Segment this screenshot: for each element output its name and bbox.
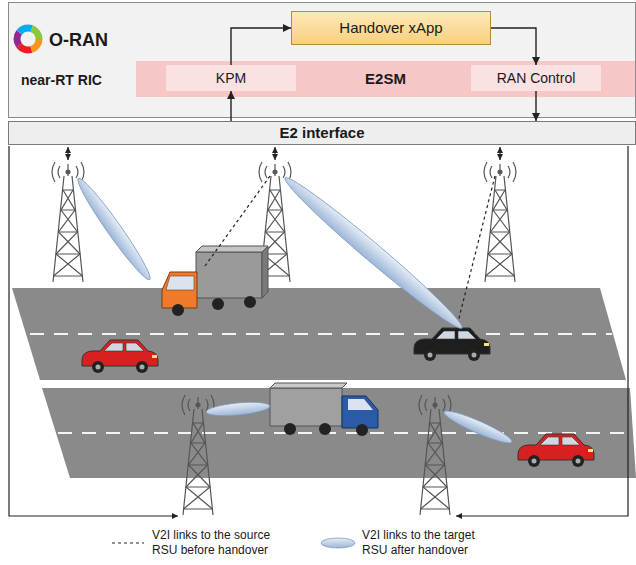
v2i-target-beam	[73, 174, 156, 283]
v2i-source-link	[205, 176, 495, 322]
grey-truck	[270, 388, 342, 426]
text-holder: RAN Control	[497, 69, 576, 87]
e2-rsu-link	[67, 147, 68, 160]
orange-truck	[196, 246, 268, 252]
box-label: Handover xApp	[339, 19, 442, 36]
oran-logo	[17, 28, 39, 50]
orange-truck	[262, 246, 268, 298]
text-holder: KPM	[216, 69, 246, 87]
v2i-target-beam	[442, 407, 515, 448]
red-car	[518, 434, 594, 467]
orange-truck	[212, 298, 224, 310]
legend-swatch	[318, 535, 358, 551]
flow-arrow	[535, 91, 536, 121]
flow-arrow	[231, 28, 291, 65]
flow-arrow	[491, 28, 536, 65]
text-holder: O-RAN	[49, 30, 108, 51]
v2i-target-beam	[206, 400, 271, 418]
grey-truck	[356, 424, 368, 436]
orange-truck	[166, 276, 194, 290]
oran-logo	[17, 28, 39, 50]
orange-truck	[162, 246, 268, 316]
oran-logo	[17, 28, 39, 50]
orange-truck	[196, 252, 262, 298]
orange-truck	[162, 272, 197, 308]
text-holder: Handover xApp	[339, 19, 442, 37]
box-label: RAN Control	[497, 70, 576, 86]
text-holder: near-RT RIC	[21, 71, 102, 89]
orange-truck	[244, 296, 256, 308]
grey-truck	[319, 423, 331, 435]
service-model-box: RAN Control	[471, 65, 601, 91]
grey-truck	[342, 396, 378, 428]
box-label: E2SM	[365, 70, 406, 87]
oran-logo	[17, 28, 39, 50]
e2-rsu-link	[499, 147, 500, 160]
oran-logo	[17, 28, 39, 50]
v2i-source-link	[205, 176, 270, 266]
logo-title: O-RAN	[49, 30, 108, 50]
ric-panel: Handover xAppKPM RAN Control E2SM O-RAN near…	[8, 2, 636, 118]
road	[42, 388, 636, 478]
red-car	[82, 340, 158, 373]
grey-truck	[270, 383, 347, 388]
v2i-target-beam	[73, 171, 515, 447]
legend-swatch	[112, 542, 144, 543]
e2-interface-bar: E2 interface	[8, 121, 636, 145]
road	[12, 288, 626, 380]
e2-rsu-link	[9, 146, 628, 516]
oran-logo	[17, 28, 39, 50]
ric-label: near-RT RIC	[21, 72, 102, 88]
legend-entry: V2I links to the source RSU before hando…	[108, 528, 292, 558]
v2i-source-link	[458, 176, 495, 322]
service-model-box: KPM	[166, 65, 296, 91]
legend-label: V2I links to the source RSU before hando…	[152, 528, 292, 558]
rsu-tower	[484, 162, 516, 282]
black-car	[414, 328, 490, 361]
road	[30, 333, 612, 335]
e2-rsu-link	[274, 147, 275, 160]
e2-rsu-link	[456, 146, 628, 516]
v2i-target-beam	[279, 171, 468, 335]
grey-truck	[348, 399, 373, 410]
text-holder: E2SM	[365, 70, 406, 88]
e2-rsu-link	[9, 146, 178, 516]
legend-label: V2I links to the target RSU after handov…	[362, 528, 502, 558]
xapp-box: Handover xApp	[291, 11, 491, 45]
box-label: KPM	[216, 70, 246, 86]
flow-arrow	[230, 91, 231, 121]
legend-swatch	[108, 535, 148, 551]
legend-entry: V2I links to the target RSU after handov…	[318, 528, 502, 558]
legend-swatch	[321, 538, 355, 548]
e2sm-band: KPM RAN Control E2SM	[136, 61, 635, 97]
orange-truck	[172, 304, 184, 316]
text-holder: E2 interface	[279, 124, 364, 142]
road	[12, 288, 636, 478]
grey-truck	[270, 383, 378, 436]
box-label: E2 interface	[279, 124, 364, 141]
grey-truck	[284, 423, 296, 435]
